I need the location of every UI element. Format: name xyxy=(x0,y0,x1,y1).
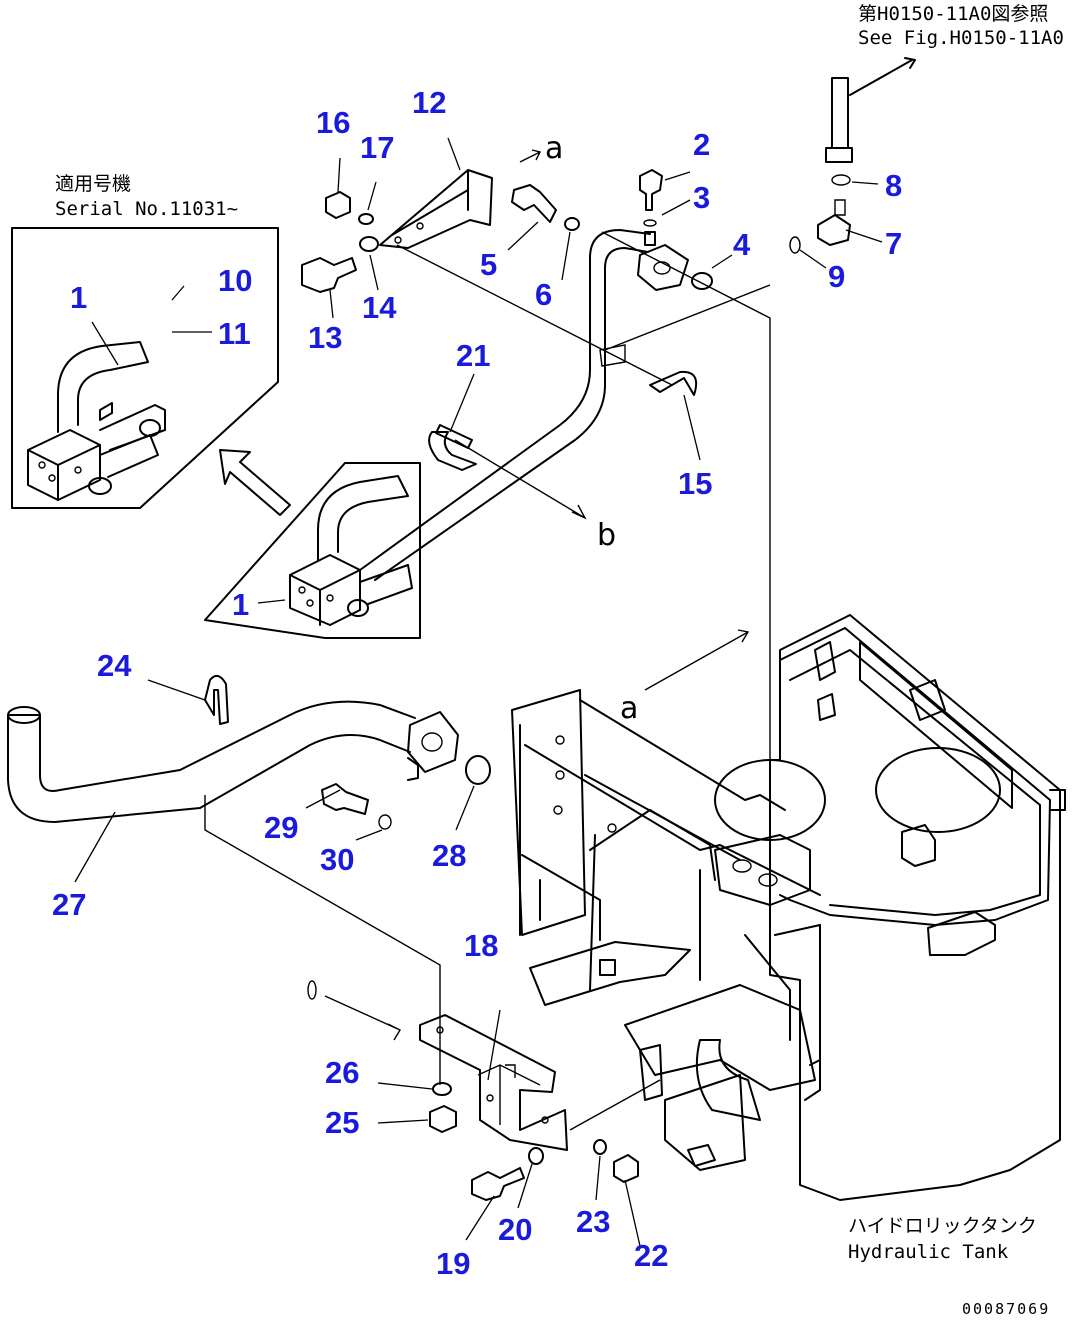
figure-code: 00087069 xyxy=(962,1300,1050,1318)
callout-23: 23 xyxy=(576,1204,610,1239)
callout-8: 8 xyxy=(885,168,902,203)
callout-11: 11 xyxy=(218,316,251,351)
callout-21: 21 xyxy=(456,338,490,373)
tank-label: ハイドロリックタンク Hydraulic Tank xyxy=(848,1215,1037,1263)
upper-pipe xyxy=(359,229,651,581)
callout-1-inset: 1 xyxy=(70,280,87,315)
bracket-18 xyxy=(419,1014,568,1151)
callout-10: 10 xyxy=(218,263,252,298)
view-letter-b: b xyxy=(597,518,616,553)
callout-18: 18 xyxy=(464,928,498,963)
pipe-block-box xyxy=(204,462,421,639)
hydraulic-tank xyxy=(714,614,1066,1201)
callout-19: 19 xyxy=(436,1246,470,1281)
detail-inset xyxy=(11,227,279,509)
callout-22: 22 xyxy=(634,1238,668,1273)
view-letter-a-top: a xyxy=(545,131,563,166)
tank-label-jp: ハイドロリックタンク xyxy=(848,1215,1037,1237)
callout-1: 1 xyxy=(232,587,249,622)
callout-5: 5 xyxy=(480,247,497,282)
callout-17: 17 xyxy=(360,130,394,165)
callout-26: 26 xyxy=(325,1055,359,1090)
callout-27: 27 xyxy=(52,887,86,922)
upper-flange xyxy=(637,244,689,291)
callout-7: 7 xyxy=(885,226,902,261)
callout-24: 24 xyxy=(97,648,132,683)
reference-note-jp: 第H0150-11A0図参照 xyxy=(858,3,1048,25)
callout-13: 13 xyxy=(308,320,342,355)
callout-9: 9 xyxy=(828,259,845,294)
callout-14: 14 xyxy=(362,290,397,325)
detail-arrow xyxy=(219,449,291,516)
leader-lines xyxy=(74,137,883,1247)
frame xyxy=(511,689,821,1171)
callout-16: 16 xyxy=(316,105,350,140)
part-callouts: 1 1 2 3 4 5 6 7 8 9 10 11 12 13 14 15 16… xyxy=(52,85,902,1281)
callout-20: 20 xyxy=(498,1212,532,1247)
pipe-27 xyxy=(7,700,459,823)
bracket-12 xyxy=(379,169,493,249)
view-letter-a-tank: a xyxy=(620,691,638,726)
callout-2: 2 xyxy=(693,127,710,162)
callout-25: 25 xyxy=(325,1105,359,1140)
serial-note-jp: 適用号機 xyxy=(55,173,131,195)
callout-6: 6 xyxy=(535,277,552,312)
reference-note-en: See Fig.H0150-11A0 xyxy=(858,27,1064,49)
reference-note: 第H0150-11A0図参照 See Fig.H0150-11A0 xyxy=(858,3,1064,49)
callout-30: 30 xyxy=(320,842,354,877)
tank-label-en: Hydraulic Tank xyxy=(848,1241,1009,1263)
serial-note: 適用号機 Serial No.11031~ xyxy=(55,173,238,220)
callout-4: 4 xyxy=(733,227,751,262)
callout-15: 15 xyxy=(678,466,712,501)
callout-29: 29 xyxy=(264,810,298,845)
serial-note-en: Serial No.11031~ xyxy=(55,198,238,220)
callout-28: 28 xyxy=(432,838,466,873)
callout-3: 3 xyxy=(693,180,710,215)
callout-12: 12 xyxy=(412,85,446,120)
line-art xyxy=(7,57,1066,1201)
